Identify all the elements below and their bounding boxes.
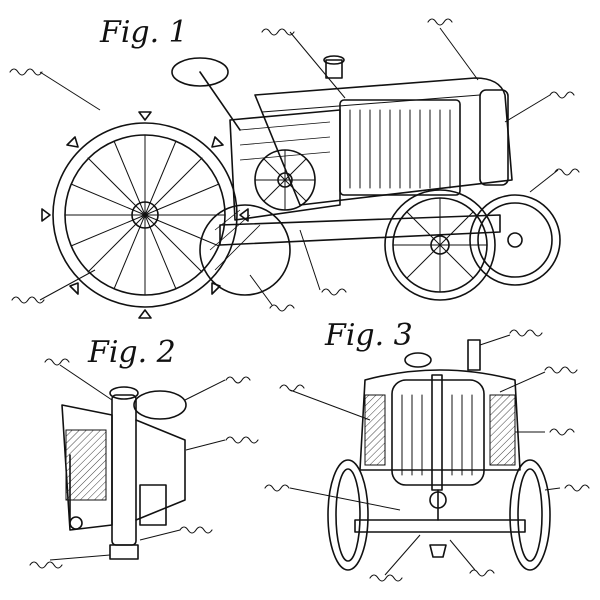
callout-scribble [549, 428, 575, 436]
callout-scribble [269, 304, 295, 312]
figure-1-tractor-side-view [9, 18, 580, 319]
tractor-body-front [359, 369, 521, 471]
figure-1-leaders [39, 27, 559, 306]
crank-handle [429, 544, 447, 558]
drawbar [109, 544, 139, 560]
front-axle [354, 519, 526, 533]
rear-wheel [41, 111, 249, 319]
figure-2-leaders [49, 364, 226, 561]
radiator-front [479, 89, 509, 186]
exhaust-front [467, 339, 481, 371]
grille-center-bar [431, 374, 443, 491]
steering-wheel-detail [133, 390, 187, 420]
front-wheel-left [327, 459, 369, 571]
steering-column [111, 394, 137, 546]
callout-scribble [261, 28, 295, 36]
callout-scribble [369, 574, 403, 582]
callout-scribble [469, 569, 495, 577]
callout-scribble [279, 384, 305, 392]
callout-scribble [11, 296, 45, 304]
figure-1-title: Fig. 1 [99, 15, 188, 50]
figure-2-callout-scribbles [29, 358, 259, 569]
callout-scribble [29, 561, 63, 569]
callout-scribble [179, 526, 213, 534]
callout-scribble [544, 366, 578, 374]
figure-1-callout-scribbles [9, 18, 580, 312]
figure-3-leaders [289, 334, 561, 576]
figure-3-title: Fig. 3 [324, 318, 413, 353]
front-grille-slats [401, 394, 473, 476]
steering-wheel-front [404, 352, 432, 368]
figure-2-title: Fig. 2 [87, 335, 176, 370]
grille-slats [349, 109, 451, 189]
tractor-hood [254, 77, 513, 206]
steering-wheel [171, 57, 229, 87]
figure-2-rear-detail [29, 358, 259, 569]
hatched-panel [65, 429, 107, 501]
hidden-wheel [199, 204, 291, 296]
callout-scribble [427, 18, 453, 26]
callout-scribble [509, 329, 543, 337]
callout-scribble [264, 484, 290, 492]
figure-3-callout-scribbles [264, 329, 590, 582]
callout-scribble [564, 484, 590, 492]
callout-scribble [9, 68, 43, 76]
chassis-rail [219, 214, 501, 246]
exhaust-stack [325, 59, 343, 79]
callout-scribble [225, 436, 259, 444]
front-grille [391, 379, 485, 486]
callout-scribble [321, 288, 347, 296]
front-wheel-right [509, 459, 551, 571]
callout-scribble [554, 168, 580, 176]
callout-scribble [225, 376, 251, 384]
front-wheel-far [469, 194, 561, 286]
front-wheel [384, 189, 496, 301]
callout-scribble [549, 91, 575, 99]
pedal-housing [139, 484, 167, 526]
callout-scribble [44, 358, 70, 366]
figure-3-front-view [264, 329, 590, 582]
